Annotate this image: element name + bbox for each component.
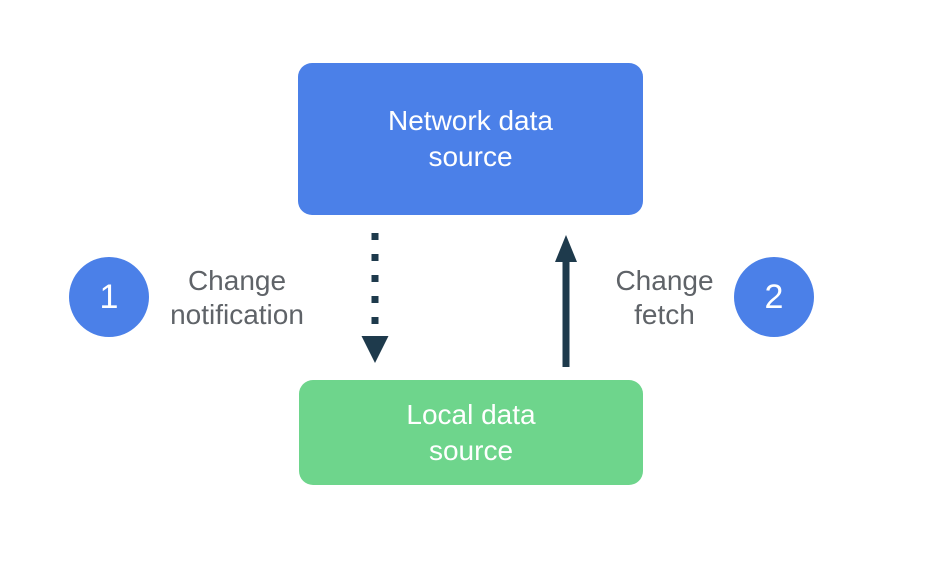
change-fetch-label: Change fetch — [615, 265, 714, 330]
solid-arrow-shaft — [562, 260, 570, 367]
change-notification-dotted-down-arrow-icon — [361, 233, 389, 363]
local-data-source-box: Local data source — [299, 380, 643, 485]
network-data-source-label: Network data source — [388, 105, 553, 172]
step-1-label-container: Change notification — [148, 258, 326, 338]
down-arrowhead — [361, 336, 389, 363]
network-data-source-box: Network data source — [298, 63, 643, 215]
change-fetch-solid-up-arrow-icon — [555, 235, 577, 367]
step-2-badge: 2 — [734, 257, 814, 337]
local-data-source-label: Local data source — [406, 398, 536, 466]
up-arrowhead — [555, 235, 577, 262]
change-notification-label: Change notification — [170, 265, 304, 330]
step-1-badge: 1 — [69, 257, 149, 337]
step-1-number: 1 — [99, 277, 119, 316]
step-2-number: 2 — [764, 277, 784, 316]
step-2-label-container: Change fetch — [602, 258, 727, 338]
